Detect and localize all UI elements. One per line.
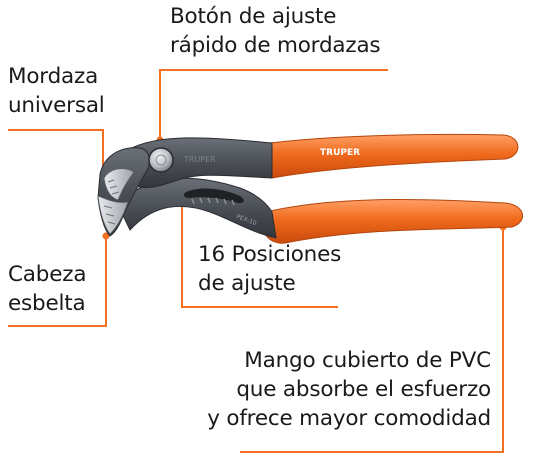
callout-line-mordaza xyxy=(8,129,104,184)
callout-line-boton xyxy=(159,69,388,140)
jaw-lower-face xyxy=(97,195,129,235)
lower-handle xyxy=(260,198,523,244)
callout-line-mango xyxy=(240,227,504,453)
jaw-upper-face xyxy=(103,168,135,201)
quick-adjust-button xyxy=(148,147,174,173)
quick-adjust-button-center xyxy=(155,154,167,166)
callout-boton-line1: Botón de ajuste xyxy=(170,4,337,29)
callout-line-cabeza xyxy=(8,236,107,327)
callout-mordaza-line2: universal xyxy=(8,93,105,118)
jaw-teeth xyxy=(103,179,120,225)
lower-steel-arm xyxy=(117,177,277,239)
callout-posiciones-line2: de ajuste xyxy=(198,271,296,296)
callout-mango: Mango cubierto de PVC que absorbe el esf… xyxy=(207,346,491,433)
callout-mordaza-line1: Mordaza xyxy=(8,64,99,89)
callout-boton-line2: rápido de mordazas xyxy=(170,33,381,58)
adjustment-slots xyxy=(183,188,244,204)
callout-mango-line1: Mango cubierto de PVC xyxy=(244,348,491,373)
upper-handle xyxy=(269,133,519,179)
callout-posiciones-line1: 16 Posiciones xyxy=(198,242,342,267)
callout-mordaza: Mordaza universal xyxy=(8,62,105,120)
steel-brand: TRUPER xyxy=(183,155,216,164)
callout-cabeza-line1: Cabeza xyxy=(8,262,87,287)
callout-mango-line3: y ofrece mayor comodidad xyxy=(207,406,491,431)
callout-boton: Botón de ajuste rápido de mordazas xyxy=(170,2,381,60)
handle-brand: TRUPER xyxy=(320,148,360,158)
callout-dot-cabeza xyxy=(102,232,110,240)
callout-cabeza: Cabeza esbelta xyxy=(8,260,87,318)
adjustment-teeth xyxy=(191,197,235,206)
callout-posiciones: 16 Posiciones de ajuste xyxy=(198,240,341,298)
callout-mango-line2: que absorbe el esfuerzo xyxy=(236,377,491,402)
callout-cabeza-line2: esbelta xyxy=(8,291,86,316)
callout-line-posiciones xyxy=(181,194,338,308)
